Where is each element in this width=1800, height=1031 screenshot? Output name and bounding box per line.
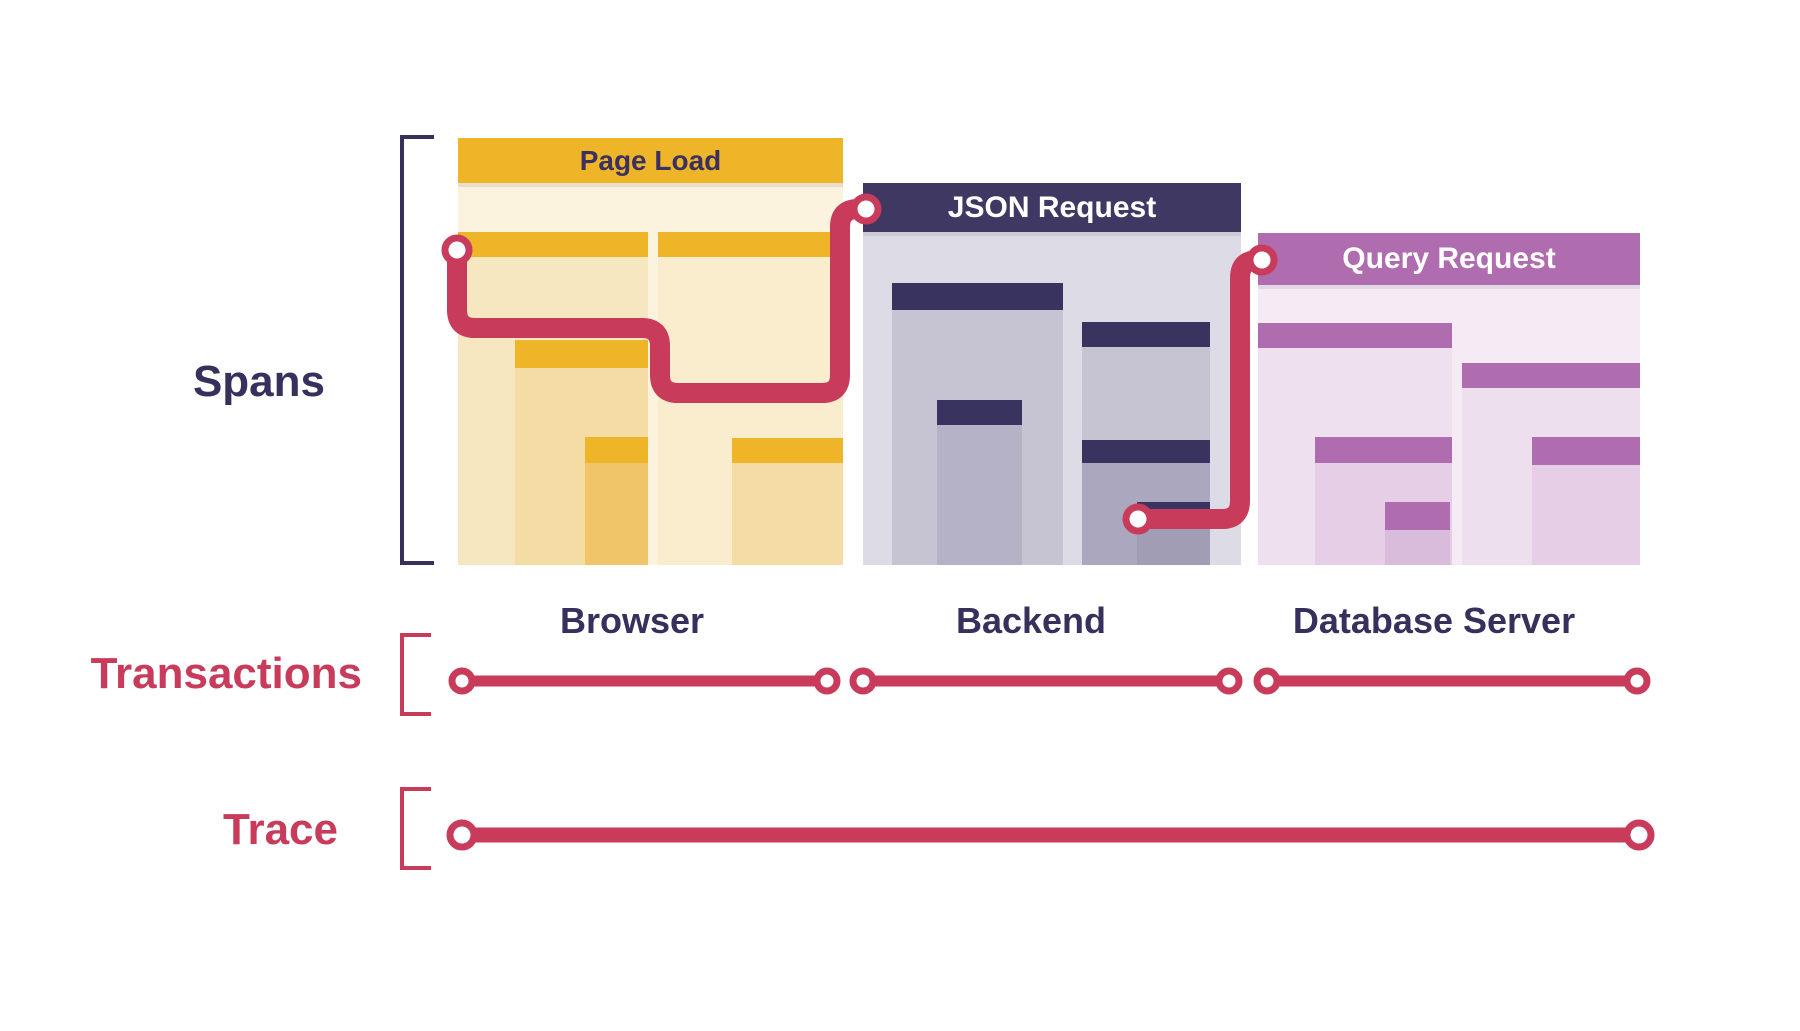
backend-caption: Backend — [955, 600, 1107, 641]
query-request-body — [1258, 285, 1640, 565]
span-block-header — [458, 232, 648, 257]
span-block — [732, 438, 843, 565]
panel-json-request: JSON Request — [863, 183, 1241, 565]
span-block-header — [1462, 363, 1640, 388]
span-block-header — [585, 437, 648, 463]
page-load-title: Page Load — [579, 144, 722, 176]
span-block — [585, 437, 648, 565]
json-request-header: JSON Request — [863, 183, 1241, 232]
span-block-header — [515, 340, 648, 368]
page-load-body — [458, 183, 843, 565]
page-load-header: Page Load — [458, 138, 843, 183]
panel-page-load: Page Load — [458, 138, 843, 565]
transaction-endpoint — [813, 667, 841, 695]
span-block-body — [585, 463, 648, 565]
transactions-row-label: Transactions — [90, 649, 362, 698]
span-block — [937, 400, 1022, 565]
span-block-header — [1082, 322, 1210, 347]
span-block-header — [1385, 502, 1450, 530]
query-request-title: Query Request — [1342, 242, 1556, 275]
span-block-header — [1137, 502, 1210, 528]
trace-bracket — [400, 787, 431, 870]
span-block-body — [1137, 528, 1210, 565]
transaction-endpoint — [1215, 667, 1243, 695]
span-block — [1532, 437, 1640, 565]
trace-endpoint — [1623, 819, 1655, 851]
database-server-caption: Database Server — [1292, 600, 1576, 641]
span-block-header — [1082, 440, 1210, 463]
trace-endpoint — [446, 819, 478, 851]
json-request-body — [863, 232, 1241, 565]
transaction-endpoint — [849, 667, 877, 695]
json-request-title: JSON Request — [947, 190, 1157, 224]
query-request-header: Query Request — [1258, 233, 1640, 285]
panel-query-request: Query Request — [1258, 233, 1640, 565]
span-block-header — [1258, 323, 1452, 348]
span-block-header — [1532, 437, 1640, 465]
span-block-header — [732, 438, 843, 463]
transaction-endpoint — [1253, 667, 1281, 695]
browser-caption: Browser — [559, 600, 705, 641]
transaction-endpoint — [448, 667, 476, 695]
span-block — [1385, 502, 1450, 565]
span-block-header — [658, 232, 843, 257]
transactions-bracket — [400, 633, 431, 716]
span-block — [1137, 502, 1210, 565]
span-block-header — [1315, 437, 1452, 463]
span-block-body — [937, 425, 1022, 565]
transaction-endpoint — [1623, 667, 1651, 695]
span-block-body — [1385, 530, 1450, 565]
span-block-header — [937, 400, 1022, 425]
span-block-header — [892, 283, 1063, 310]
spans-bracket — [400, 135, 434, 565]
spans-row-label: Spans — [192, 357, 325, 406]
span-block-body — [732, 463, 843, 565]
trace-row-label: Trace — [223, 805, 338, 854]
span-block-body — [1532, 465, 1640, 565]
